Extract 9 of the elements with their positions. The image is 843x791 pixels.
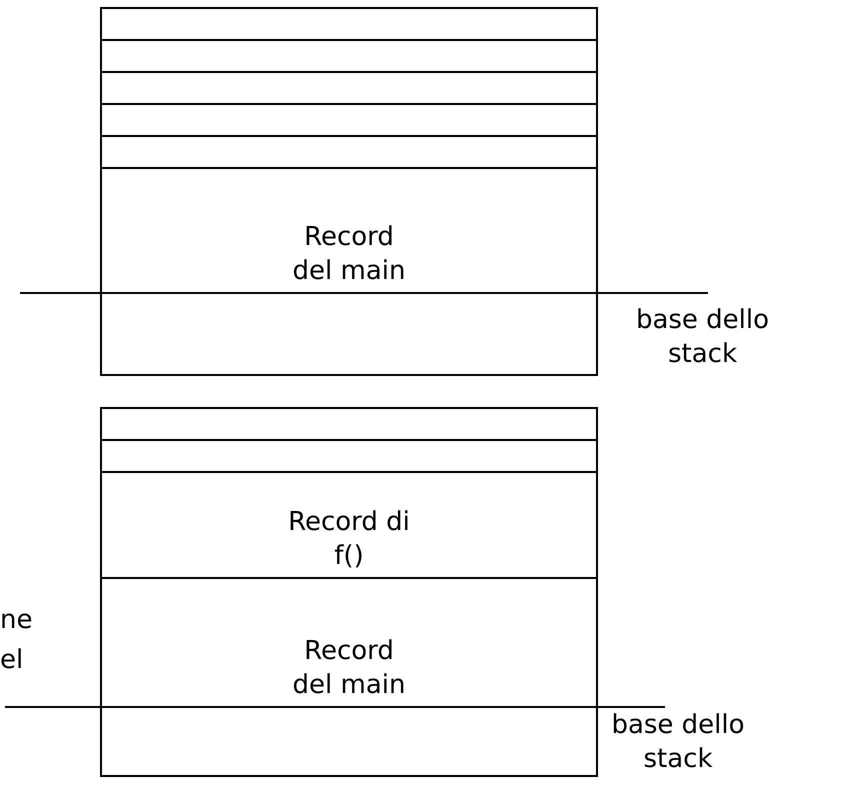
stack-base-label: base dello stack [634,304,770,371]
record-label: Record del main [292,635,406,702]
record-label: Record di f() [287,506,411,573]
side-label: el [0,644,24,677]
stack-base-label: base dello stack [610,709,746,776]
record-label: Record del main [292,221,406,288]
stack-box [100,7,598,376]
side-label: ne [0,604,34,637]
stack-box [100,407,598,777]
